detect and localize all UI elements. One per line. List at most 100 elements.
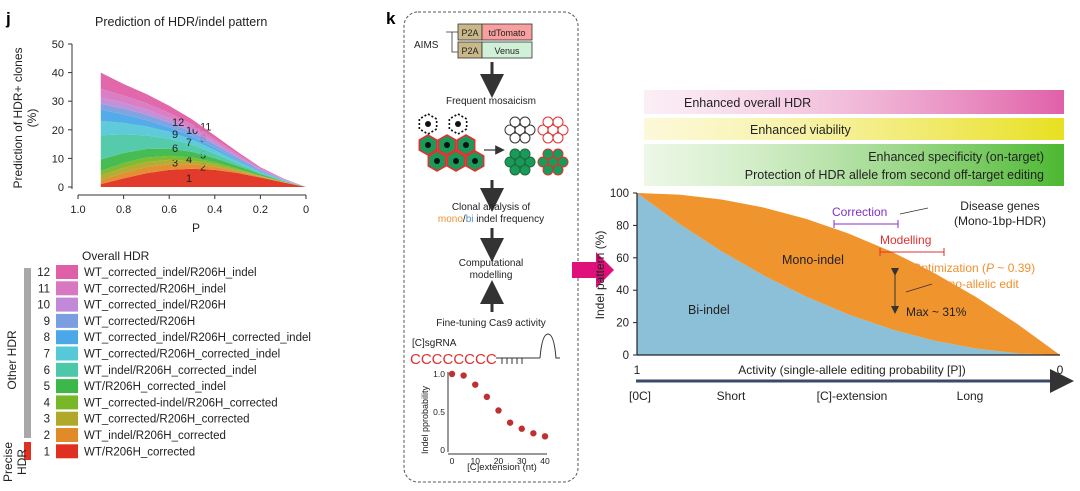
p2a-label-2: P2A xyxy=(461,46,478,56)
correction-label: Correction xyxy=(832,205,887,219)
mini-x-tick-label: 40 xyxy=(540,456,550,466)
p2a-label-1: P2A xyxy=(461,28,478,38)
precise-hdr-bracket xyxy=(24,442,31,460)
area-label-2: 2 xyxy=(200,161,206,173)
modelling-label-1: Computational xyxy=(459,258,523,269)
x-tick-label: 1.0 xyxy=(70,204,85,216)
max-label: Max ~ 31% xyxy=(906,305,967,319)
colony-green-red xyxy=(552,164,564,176)
cell-nucleus xyxy=(453,158,459,164)
mini-data-point xyxy=(541,433,549,440)
mini-data-point xyxy=(460,372,467,379)
area-bi-indel xyxy=(637,193,1060,355)
mini-data-point xyxy=(495,407,502,414)
panel-k-frame xyxy=(403,11,579,483)
sgrna-sequence: CCCCCCCC xyxy=(410,351,497,368)
area-series-7 xyxy=(100,120,306,187)
legend-number: 1 xyxy=(44,446,50,458)
area-series-12 xyxy=(100,72,306,187)
indel-frequency-word: indel frequency xyxy=(473,214,544,225)
mini-x-tick-label: 30 xyxy=(517,456,527,466)
precise-hdr-label-1: Precise xyxy=(1,442,15,482)
axis-label-short: Short xyxy=(717,389,746,403)
area-label-7: 7 xyxy=(186,137,192,149)
precise-hdr-label-2: HDR xyxy=(15,449,29,475)
modelling-label-2: modelling xyxy=(470,270,513,281)
panel-k: k AIMS P2A tdTomato P2A Venus Frequent m… xyxy=(386,9,579,483)
y-tick-label: 10 xyxy=(52,153,64,165)
bar-overall-hdr-label: Enhanced overall HDR xyxy=(684,96,811,110)
modelling-range-label: Modelling xyxy=(880,233,931,247)
legend-swatch xyxy=(56,395,78,410)
area-label-1: 1 xyxy=(186,173,192,185)
colony-white xyxy=(524,124,536,136)
legend-label: WT_corrected_indel/R206H xyxy=(84,300,226,312)
colony-red xyxy=(552,132,564,144)
right-x-left: 1 xyxy=(634,363,641,377)
area-series-6 xyxy=(100,134,306,187)
legend-label: WT_corrected_indel/R206H_indel xyxy=(84,267,257,279)
y-tick-label: 0 xyxy=(58,182,64,194)
legend-label: WT_indel/R206H_corrected_indel xyxy=(84,365,257,377)
colony-white xyxy=(509,116,521,128)
clonal-label-2: mono/bi indel frequency xyxy=(438,214,544,225)
optimization-pointer xyxy=(905,283,933,293)
disease-label-1: Disease genes xyxy=(960,199,1039,213)
venus-label: Venus xyxy=(494,46,520,56)
cell-nucleus xyxy=(425,121,431,127)
panel-k-label: k xyxy=(386,9,396,28)
colony-green-red xyxy=(537,156,549,168)
colony-red xyxy=(552,116,564,128)
colony-green xyxy=(524,156,536,168)
mosaic-cells-illustration xyxy=(418,113,569,176)
area-series-8 xyxy=(100,109,306,187)
panel-right: Enhanced overall HDR Enhanced viability … xyxy=(593,90,1074,403)
area-series-10 xyxy=(100,97,306,187)
legend-label: WT_corrected_indel/R206H_corrected_indel xyxy=(84,332,311,344)
colony-green xyxy=(519,148,531,160)
cell-nucleus xyxy=(472,158,478,164)
bi-indel-label: Bi-indel xyxy=(688,303,730,317)
colony-red xyxy=(542,116,554,128)
sgrna-label: [C]sgRNA xyxy=(412,338,457,349)
mono-word: mono xyxy=(438,214,463,225)
area-series-5 xyxy=(100,148,306,187)
venus-box xyxy=(481,41,533,59)
legend-swatch xyxy=(56,330,78,345)
indel-pattern-areas xyxy=(637,193,1060,355)
right-y-tick-label: 60 xyxy=(616,253,629,265)
legend-swatch xyxy=(56,297,78,312)
area-series-3 xyxy=(100,159,306,187)
legend-swatch xyxy=(56,313,78,328)
panel-j-stacked-areas: 123456789101112 xyxy=(100,72,306,187)
legend-swatch xyxy=(56,281,78,296)
right-y-tick-label: 20 xyxy=(616,318,629,330)
legend-number: 5 xyxy=(44,381,50,393)
y-tick-label: 30 xyxy=(52,96,64,108)
finetune-label: Fine-tuning Cas9 activity xyxy=(436,318,546,329)
x-tick-label: 0.6 xyxy=(162,204,177,216)
bar-overall-hdr xyxy=(644,90,1064,114)
area-label-9: 9 xyxy=(172,129,178,141)
cell-nucleus xyxy=(434,158,440,164)
legend-swatch xyxy=(56,265,78,279)
legend-title: Overall HDR xyxy=(82,249,150,263)
legend-number: 9 xyxy=(44,316,50,328)
colony-white xyxy=(519,132,531,144)
axis-label-extension: [C]-extension xyxy=(817,389,888,403)
mini-data-point xyxy=(448,370,456,378)
legend-label: WT_corrected/R206H_indel xyxy=(84,283,226,295)
optimization-label: Optimization (P ~ 0.39) xyxy=(912,261,1035,275)
mini-chart-ylabel: Indel pprobability xyxy=(420,385,430,454)
legend-swatch xyxy=(56,362,78,377)
optimization-p: P xyxy=(986,261,994,275)
disease-label-2: (Mono-1bp-HDR) xyxy=(954,214,1046,228)
cell-nucleus xyxy=(444,142,450,148)
slash: / xyxy=(463,214,466,225)
right-y-tick-label: 40 xyxy=(616,285,629,297)
